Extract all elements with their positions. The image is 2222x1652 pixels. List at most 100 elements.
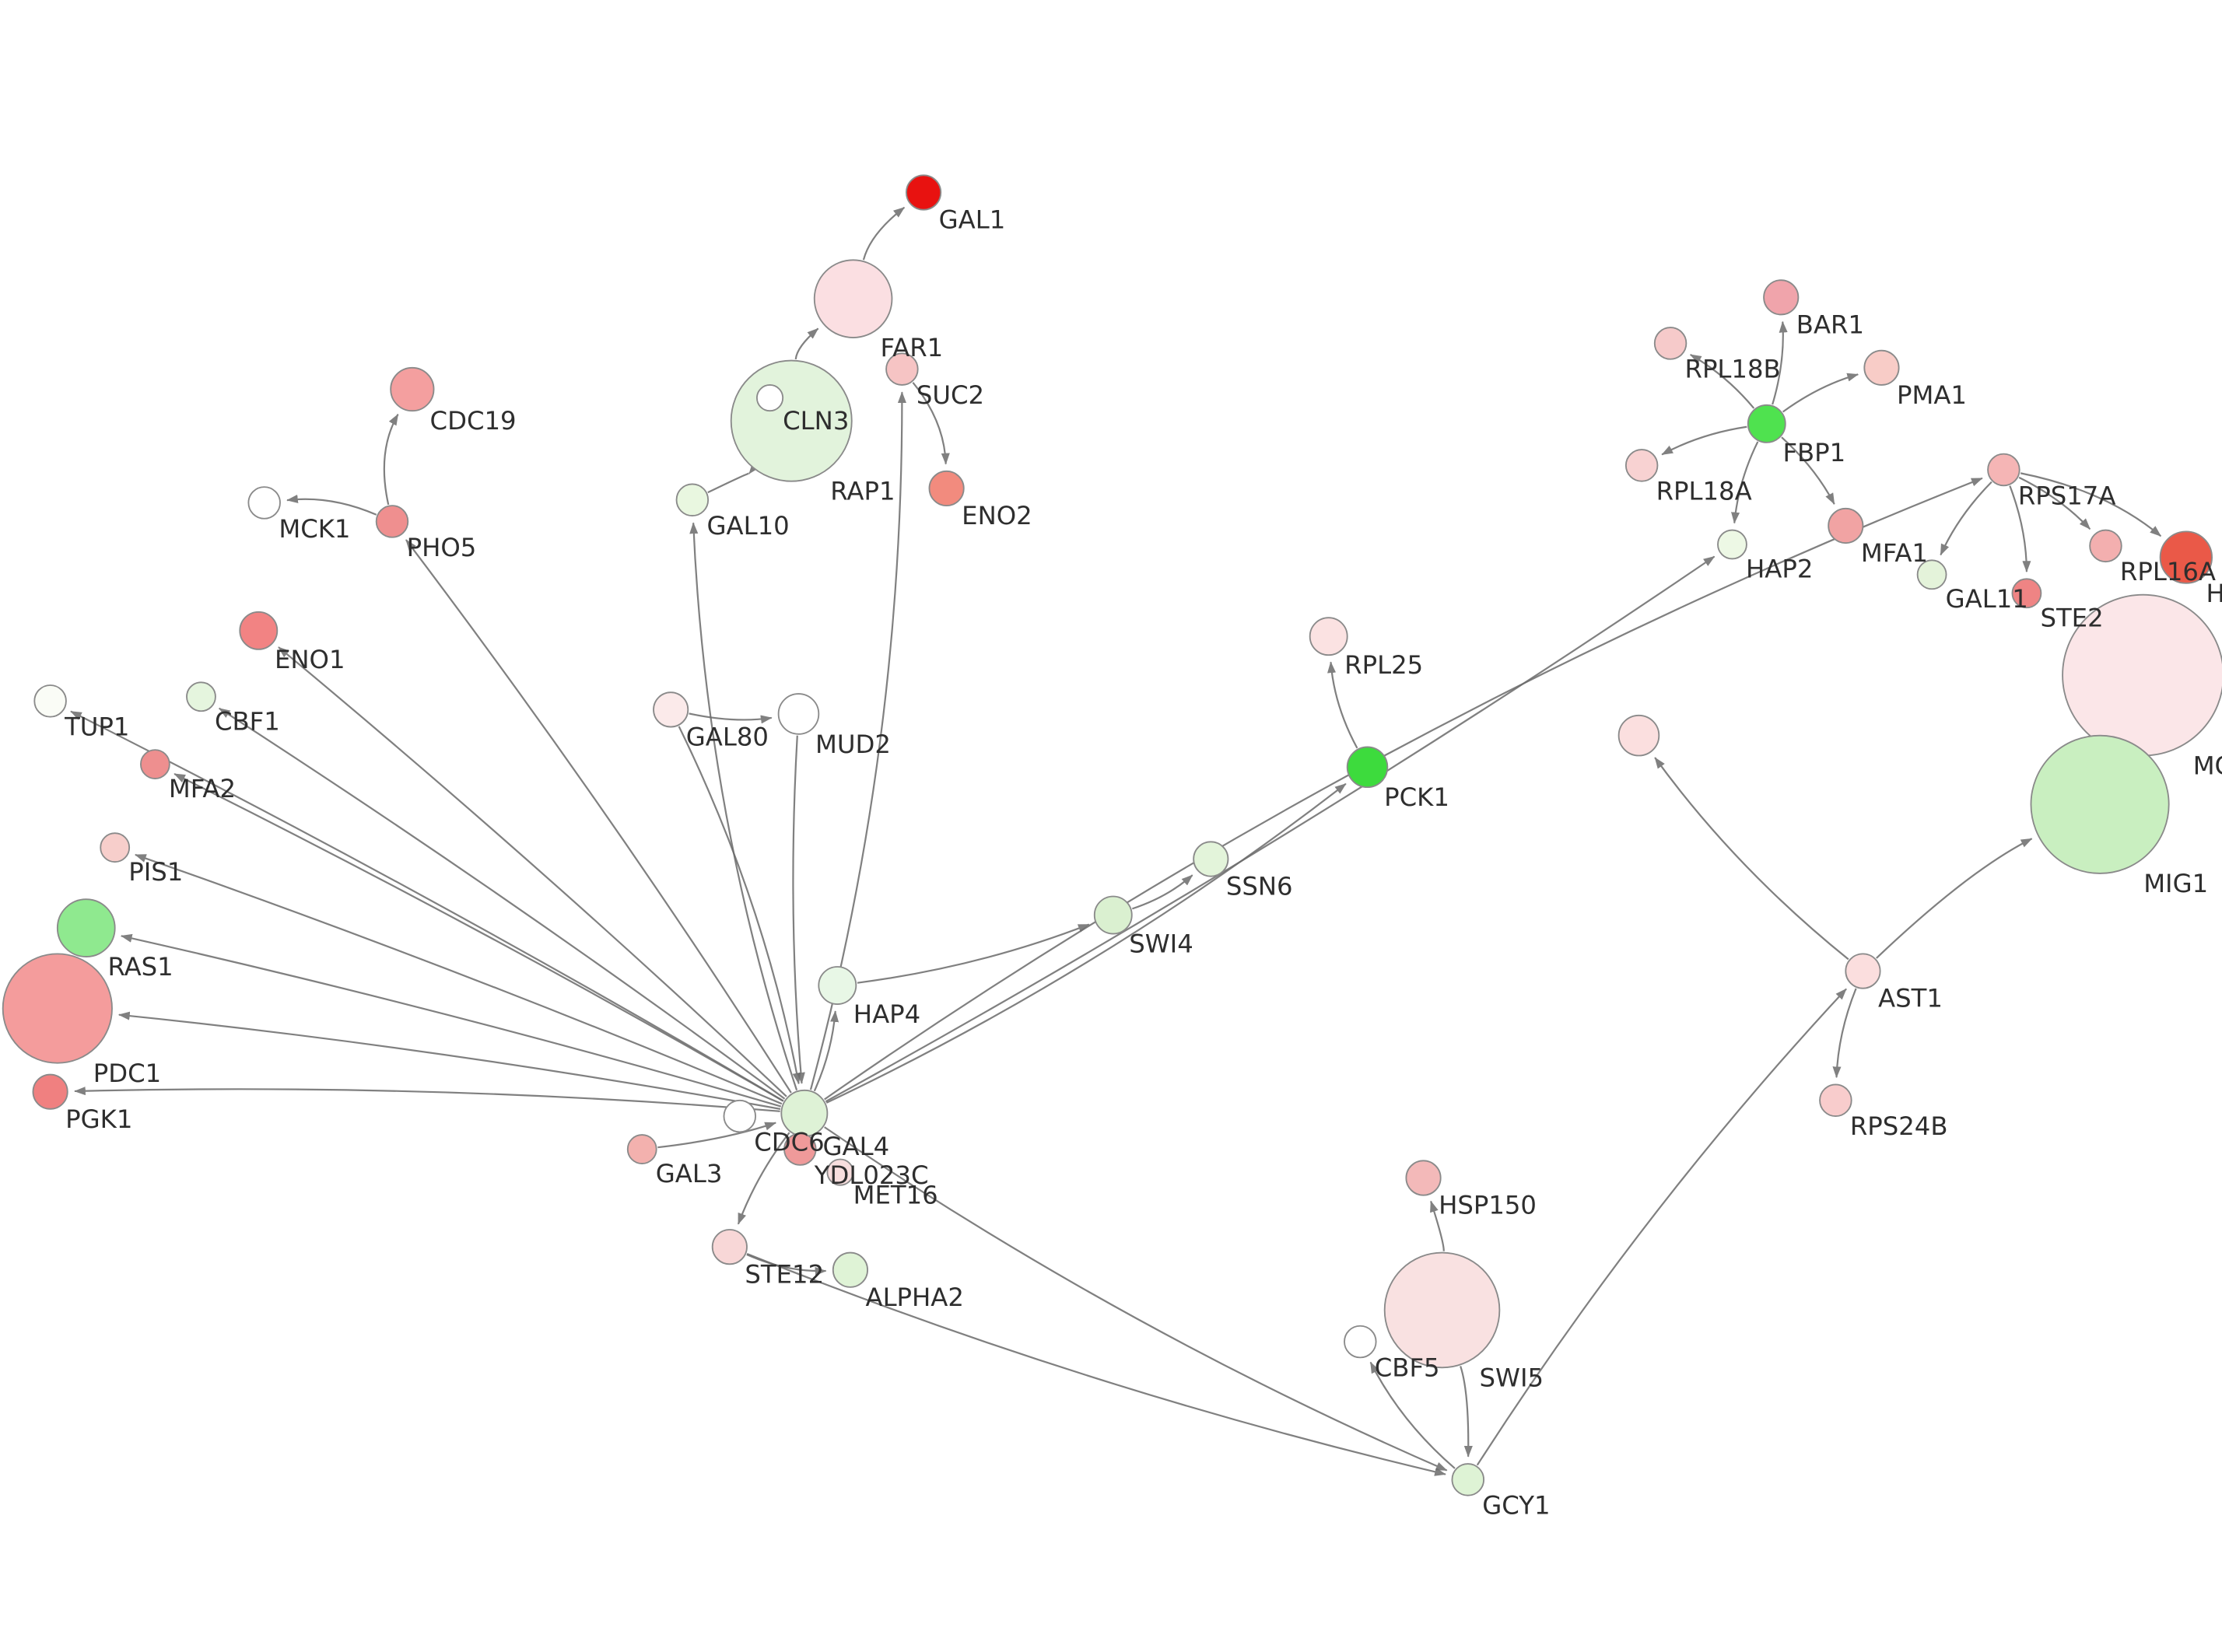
node-label-ydl023c: YDL023C [814,1160,929,1190]
node-label-gal11: GAL11 [1946,584,2028,614]
node-bar1[interactable] [1763,279,1800,316]
node-label-gal10: GAL10 [706,511,789,541]
edge-GAL80-GAL4 [678,726,801,1085]
node-mfa1[interactable] [1828,507,1864,544]
node-mig1[interactable] [2030,734,2170,874]
node-ste12[interactable] [711,1229,748,1265]
node-fbp1[interactable] [1747,404,1786,443]
node-label-rap1: RAP1 [830,477,895,506]
edge-FAR1-GAL1 [862,206,906,261]
edge-GAL4-PGK1 [74,1087,780,1112]
node-rpl16a[interactable] [2089,529,2122,563]
node-gal10[interactable] [675,483,710,516]
node-pis1[interactable] [100,832,131,863]
edge-STE12-GCY1 [746,1252,1446,1476]
edge-SWI4-SSN6 [1131,874,1193,910]
node-pho5[interactable] [375,505,409,538]
edge-FBP1-PMA1 [1782,373,1859,413]
edge-RAP1-FAR1 [794,327,819,360]
node-far1[interactable] [813,259,893,338]
edge-GCY1-CBF5 [1369,1361,1456,1469]
edge-RPS17A-GAL11 [1940,481,1992,556]
node-cln3[interactable] [756,384,784,412]
node-ydl023c[interactable] [783,1132,817,1166]
edge-RPS17A-STE2 [2009,485,2031,573]
edge-MUD2-GAL4 [792,735,805,1084]
edge-GAL4-GCY1 [824,1126,1448,1472]
node-gal1[interactable] [906,174,942,211]
node-rpl18b[interactable] [1653,327,1688,360]
node-hap2[interactable] [1717,529,1747,560]
node-label-eno2: ENO2 [962,501,1032,530]
edge-GAL80-MUD2 [689,712,773,724]
edge-GAL4-ENO1 [278,646,787,1097]
node-ras1[interactable] [56,898,116,957]
edge-GAL4-HAP2 [825,555,1716,1103]
node-label-cdc6: CDC6 [754,1127,825,1157]
node-pgk1[interactable] [32,1073,68,1110]
node-swi5[interactable] [1383,1251,1501,1369]
node-pdc1[interactable] [2,953,113,1064]
node-label-cbf5: CBF5 [1375,1353,1440,1382]
edge-GAL4-RPS17A [824,477,1983,1101]
edge-PHO5-MCK1 [286,494,377,516]
node-ste2[interactable] [2011,578,2042,609]
node-gal3[interactable] [626,1134,657,1164]
node-mud2[interactable] [777,693,820,735]
edge-FBP1-BAR1 [1772,320,1788,405]
node-gal11[interactable] [1916,559,1947,590]
node-tup1[interactable] [33,684,67,718]
edge-FBP1-MFA1 [1781,436,1835,505]
edge-GAL10-RAP1 [707,462,759,494]
node-gal80[interactable] [653,691,689,728]
node-hsp150[interactable] [1405,1160,1442,1196]
node-ssn6[interactable] [1193,841,1229,877]
node-alpha2[interactable] [832,1251,868,1288]
node-his4[interactable] [2159,530,2213,584]
edge-GAL4-PCK1 [825,782,1347,1104]
node-unlabeled[interactable] [1617,714,1660,757]
edge-AST1-RPS24B [1832,988,1857,1079]
edge-GAL4-RAS1 [120,933,782,1108]
node-label-gal1: GAL1 [939,205,1006,235]
edge-GAL4-MFA2 [173,772,784,1102]
node-rpl25[interactable] [1309,617,1348,656]
node-rps24b[interactable] [1819,1083,1852,1118]
node-label-cbf1: CBF1 [215,706,280,736]
node-cdc19[interactable] [390,366,435,412]
node-pma1[interactable] [1863,349,1900,386]
node-mck1[interactable] [247,486,281,520]
node-cbf5[interactable] [1344,1325,1377,1359]
edge-GAL4-TUP1 [70,710,784,1102]
node-label-suc2: SUC2 [916,380,984,410]
node-mfa2[interactable] [140,749,170,779]
node-label-rpl18b: RPL18B [1685,355,1781,384]
node-label-rpl25: RPL25 [1344,650,1423,680]
edge-GAL4-HAP4 [813,1010,839,1092]
node-hap4[interactable] [818,966,857,1005]
node-eno2[interactable] [928,470,965,507]
edge-PHO5-CDC19 [383,413,399,506]
node-label-pgk1: PGK1 [65,1104,132,1134]
node-rpl18a[interactable] [1624,449,1659,482]
node-label-swi4: SWI4 [1129,929,1193,959]
node-gcy1[interactable] [1451,1463,1485,1496]
node-eno1[interactable] [239,611,279,650]
node-swi4[interactable] [1093,895,1133,935]
edge-GCY1-AST1 [1476,988,1847,1466]
node-suc2[interactable] [885,352,919,386]
node-pck1[interactable] [1346,746,1389,789]
node-ast1[interactable] [1845,953,1881,989]
edge-GAL4-PDC1 [117,1011,781,1110]
node-rps17a[interactable] [1987,453,2020,487]
node-met16[interactable] [826,1158,854,1186]
node-label-bar1: BAR1 [1796,310,1864,339]
node-label-gal4: GAL4 [822,1132,889,1161]
node-label-fbp1: FBP1 [1782,438,1845,467]
node-cbf1[interactable] [186,681,216,712]
nodes-layer [2,174,2222,1496]
node-label-his4: HIS4 [2206,579,2222,608]
node-cdc6[interactable] [723,1099,757,1133]
